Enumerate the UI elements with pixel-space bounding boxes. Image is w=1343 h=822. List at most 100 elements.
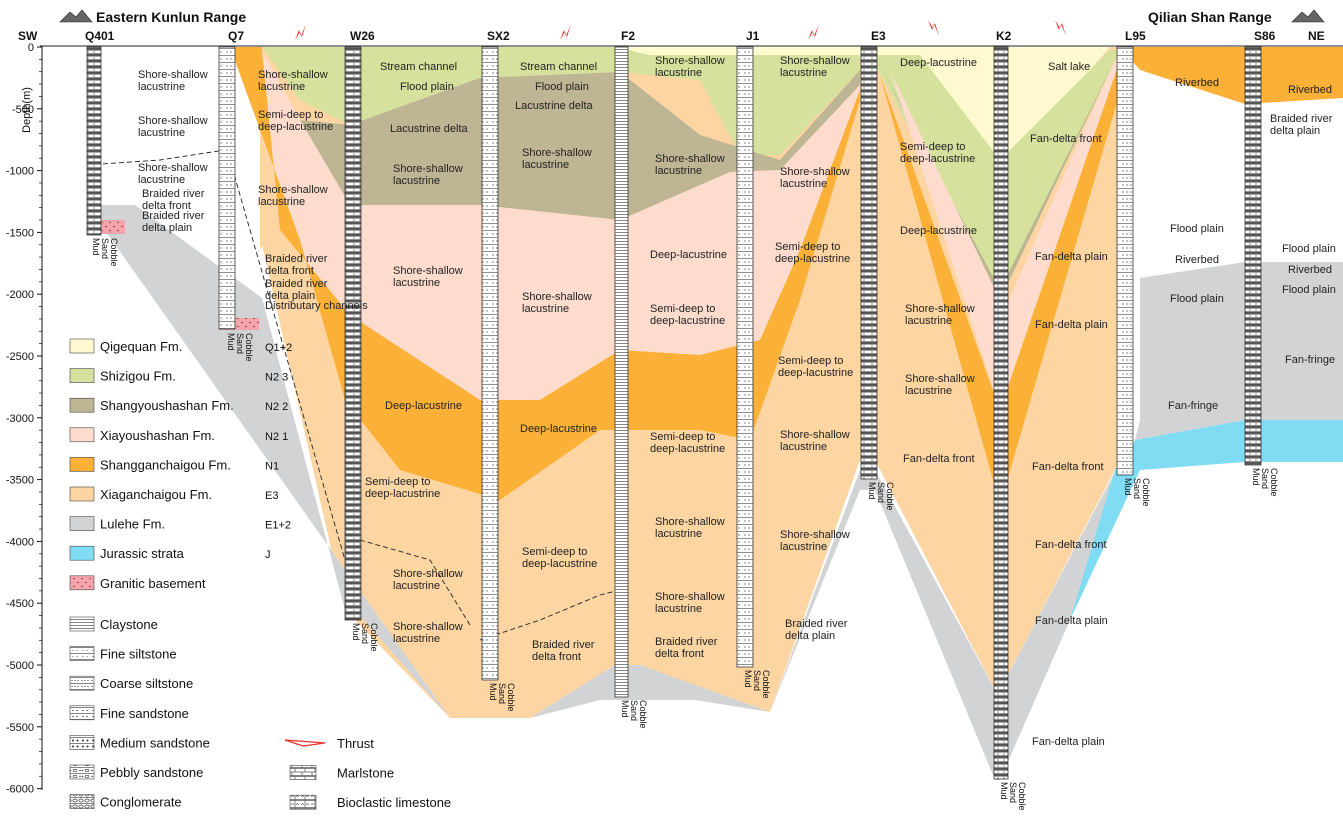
facies-label: Lacustrine delta: [515, 100, 594, 112]
axis-ticks: 0-500-1000-1500-2000-2500-3000-3500-4000…: [6, 42, 42, 796]
axis-tick-label: -4500: [6, 598, 34, 610]
range-right: Qilian Shan Range: [1148, 9, 1272, 25]
facies-label: Flood plain: [1170, 223, 1224, 235]
grain-cobble: Cobble: [1269, 468, 1279, 497]
legend-symbol: N1: [265, 460, 279, 472]
grain-sand: Sand: [876, 482, 886, 503]
grain-cobble: Cobble: [109, 238, 119, 267]
legend-swatch: [70, 546, 94, 560]
legend-swatch: [70, 487, 94, 501]
grain-sand: Sand: [235, 333, 245, 354]
well-label-q7: Q7: [228, 29, 244, 43]
legend-swatch: [70, 576, 94, 590]
well-column-q7: [219, 47, 235, 329]
well-column-j1: [737, 47, 753, 667]
lithology-legend-item: Fine sandstone: [70, 706, 189, 721]
legend-symbol: N2 1: [265, 431, 288, 443]
facies-label: Braided riverdelta plain: [785, 618, 848, 642]
grain-mud: Mud: [743, 670, 753, 688]
legend-label: Shangyoushashan Fm.: [100, 398, 234, 413]
legend-label: Granitic basement: [100, 576, 206, 591]
grain-cobble: Cobble: [638, 700, 648, 729]
grain-cobble: Cobble: [761, 670, 771, 699]
symbol-legend-item: Marlstone: [290, 766, 394, 781]
lithology-label: Claystone: [100, 617, 158, 632]
legend-symbol: E1+2: [265, 520, 291, 532]
lithology-legend-item: Conglomerate: [70, 795, 182, 810]
grain-sand: Sand: [629, 700, 639, 721]
symbol-label: Marlstone: [337, 766, 394, 781]
symbol-legend-item: Bioclastic limestone: [290, 795, 451, 810]
facies-label: Stream channel: [520, 61, 597, 73]
lithology-swatch: [70, 795, 94, 809]
facies-label: Braided riverdelta plain: [142, 210, 205, 234]
lithology-label: Conglomerate: [100, 795, 182, 810]
grain-mud: Mud: [1251, 468, 1261, 486]
axis-tick-label: -3500: [6, 475, 34, 487]
facies-label: Deep-lacustrine: [900, 57, 977, 69]
symbol-swatch: [290, 795, 316, 809]
range-left: Eastern Kunlun Range: [96, 9, 246, 25]
legend-symbol: E3: [265, 490, 278, 502]
thrust-icon: [295, 24, 306, 40]
thrust-icon: [285, 740, 325, 746]
well-column-s86: [1245, 47, 1261, 465]
well-label-l95: L95: [1125, 29, 1146, 43]
facies-label: Semi-deep todeep-lacustrine: [650, 431, 725, 455]
grain-cobble: Cobble: [885, 482, 895, 511]
legend-item: Granitic basement: [70, 576, 206, 591]
well-label-q401: Q401: [85, 29, 115, 43]
facies-label: Deep-lacustrine: [900, 225, 977, 237]
lithology-label: Coarse siltstone: [100, 676, 193, 691]
legend-item: Lulehe Fm.E1+2: [70, 517, 291, 532]
facies-label: Flood plain: [1170, 293, 1224, 305]
well-label-e3: E3: [871, 29, 886, 43]
grain-mud: Mud: [867, 482, 877, 500]
lithology-label: Fine sandstone: [100, 706, 189, 721]
facies-label: Deep-lacustrine: [385, 400, 462, 412]
lithology-swatch: [70, 647, 94, 661]
mountain-icon-right: [1292, 10, 1324, 22]
axis-tick-label: -5500: [6, 722, 34, 734]
header: Eastern Kunlun Range Qilian Shan Range S…: [18, 9, 1343, 46]
facies-label: Shore-shallowlacustrine: [138, 69, 208, 93]
facies-label: Fan-delta front: [1032, 461, 1104, 473]
legend-swatch: [70, 398, 94, 412]
symbol-label: Thrust: [337, 736, 374, 751]
facies-label: Stream channel: [380, 61, 457, 73]
legend-item: Jurassic strataJ: [70, 546, 271, 561]
facies-label: Semi-deep todeep-lacustrine: [900, 141, 975, 165]
grain-sand: Sand: [497, 683, 507, 704]
grain-cobble: Cobble: [1017, 782, 1027, 811]
legend-symbol: N2 2: [265, 401, 288, 413]
facies-label: Riverbed: [1175, 254, 1219, 266]
facies-label: Fan-fringe: [1168, 400, 1218, 412]
legend-swatch: [70, 428, 94, 442]
well-label-w26: W26: [350, 29, 375, 43]
lithology-swatch: [70, 706, 94, 720]
well-column-q401: [87, 47, 101, 235]
dir-right: NE: [1308, 29, 1325, 43]
legend-swatch: [70, 517, 94, 531]
legend-label: Jurassic strata: [100, 546, 185, 561]
axis-tick-label: -500: [12, 104, 34, 116]
grain-cobble: Cobble: [244, 333, 254, 362]
legend-label: Shizigou Fm.: [100, 369, 176, 384]
facies-label: Fan-delta plain: [1035, 319, 1108, 331]
thrust-icon: [808, 24, 819, 40]
facies-label: Fan-delta front: [903, 453, 975, 465]
lithology-swatch: [70, 735, 94, 749]
facies-label: Braided riverdelta plain: [1270, 113, 1333, 137]
grain-sand: Sand: [752, 670, 762, 691]
grain-sand: Sand: [1008, 782, 1018, 803]
facies-label: Flood plain: [400, 81, 454, 93]
grain-mud: Mud: [620, 700, 630, 718]
lithology-legend-item: Pebbly sandstone: [70, 765, 203, 780]
facies-label: Riverbed: [1288, 264, 1332, 276]
axis-tick-label: -3000: [6, 413, 34, 425]
